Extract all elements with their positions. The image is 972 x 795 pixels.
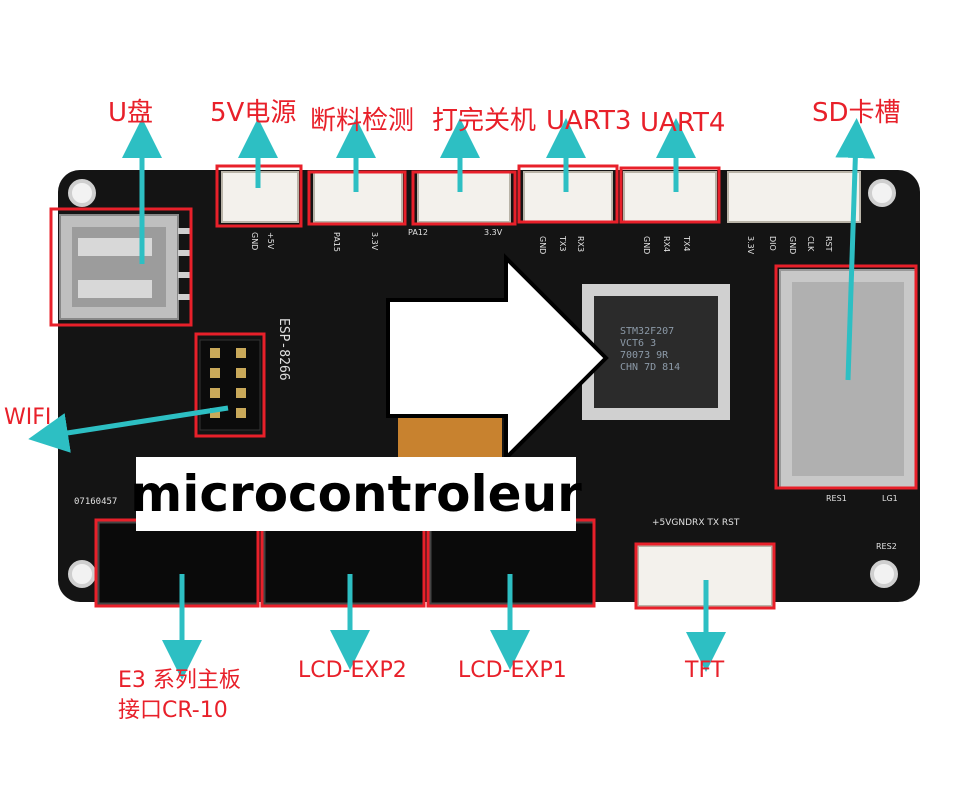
pin-clk: CLK: [806, 236, 815, 252]
lg1-silkscreen: LG1: [882, 494, 898, 503]
mcu-marking-1: STM32F207: [620, 326, 675, 337]
res1-silkscreen: RES1: [826, 494, 847, 503]
mcu-chip: [582, 284, 730, 420]
lcd-exp2-label: LCD-EXP2: [298, 658, 407, 683]
top-connectors: [221, 171, 861, 223]
mcu-marking-2: VCT6 3: [620, 338, 657, 349]
pointer-arrows: [28, 118, 876, 680]
pin-tx3: TX3: [558, 236, 567, 252]
pin-33v-3: 3.3V: [746, 236, 755, 255]
pin-pa15: PA15: [332, 232, 341, 252]
wifi-pin-header: [199, 339, 261, 431]
pin-gnd-4: GND: [788, 236, 797, 255]
pin-pa12: PA12: [408, 228, 428, 237]
lcd-exp1-label: LCD-EXP1: [458, 658, 567, 683]
serial-silkscreen: 07160457: [74, 497, 118, 507]
pin-33v-1: 3.3V: [370, 232, 379, 251]
wifi-label: WIFI: [4, 405, 52, 430]
pin-gnd-1: GND: [250, 232, 259, 251]
mcu-marking-4: CHN 7D 814: [620, 362, 681, 373]
pin-dio: DIO: [768, 236, 777, 251]
pin-gnd-3: GND: [642, 236, 651, 255]
res2-silkscreen: RES2: [876, 542, 897, 551]
mcu-marking-3: 70073 9R: [620, 350, 669, 361]
lcd-box-headers: [96, 520, 596, 606]
pin-33v-2: 3.3V: [484, 228, 503, 237]
usb-port: [59, 214, 192, 320]
filament-detect-label: 断料检测: [310, 106, 415, 136]
pin-rx3: RX3: [576, 236, 585, 253]
pin-tx4: TX4: [682, 236, 691, 252]
pin-rst: RST: [824, 236, 833, 252]
pin-gnd-2: GND: [538, 236, 547, 255]
power-off-label: 打完关机: [432, 106, 537, 136]
arrow-shape: [386, 253, 609, 463]
tft-label: TFT: [685, 658, 725, 683]
microcontroller-caption: microcontroleur: [130, 457, 582, 531]
uart4-label: UART4: [640, 108, 726, 138]
tft-pin-labels: +5VGNDRX TX RST: [652, 518, 740, 528]
e3-interface-label-1: E3 系列主板: [118, 668, 241, 693]
uart3-label: UART3: [546, 106, 632, 136]
esp-silkscreen: ESP-8266: [276, 318, 291, 381]
mcu-markings: STM32F207 VCT6 3 70073 9R CHN 7D 814: [620, 326, 680, 374]
power-5v-label: 5V电源: [210, 98, 297, 128]
mounting-holes: [68, 179, 898, 588]
pin-5v: +5V: [266, 232, 275, 250]
e3-interface-label-2: 接口CR-10: [118, 698, 228, 723]
pin-rx4: RX4: [662, 236, 671, 253]
sd-slot-label: SD卡槽: [812, 98, 901, 128]
usb-disk-label: U盘: [108, 98, 154, 128]
